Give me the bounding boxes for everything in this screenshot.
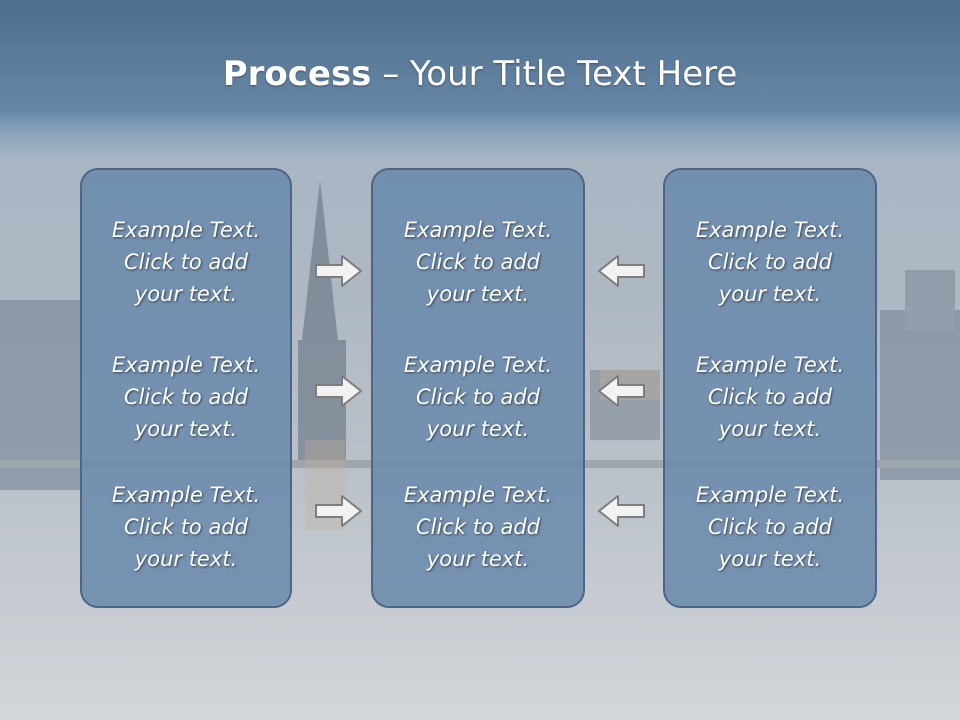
right-arrow-icon[interactable]: [314, 494, 364, 528]
text-line: your text.: [134, 282, 238, 306]
process-panel-middle[interactable]: Example Text. Click to add your text. Ex…: [371, 168, 585, 608]
title-rest: – Your Title Text Here: [371, 54, 738, 94]
text-line: Example Text.: [695, 483, 845, 507]
process-panel-left[interactable]: Example Text. Click to add your text. Ex…: [80, 168, 292, 608]
right-arrow-icon[interactable]: [314, 254, 364, 288]
text-line: Example Text.: [403, 483, 553, 507]
text-line: Click to add: [707, 515, 832, 539]
text-block[interactable]: Example Text. Click to add your text.: [373, 214, 583, 310]
text-line: Click to add: [123, 515, 248, 539]
text-line: Example Text.: [111, 218, 261, 242]
text-line: Click to add: [707, 385, 832, 409]
text-line: your text.: [426, 417, 530, 441]
text-line: Example Text.: [695, 218, 845, 242]
text-block[interactable]: Example Text. Click to add your text.: [665, 214, 875, 310]
text-line: your text.: [718, 547, 822, 571]
text-line: Example Text.: [695, 353, 845, 377]
text-block[interactable]: Example Text. Click to add your text.: [665, 479, 875, 575]
right-arrow-icon[interactable]: [314, 374, 364, 408]
text-line: Example Text.: [111, 353, 261, 377]
text-line: Example Text.: [403, 353, 553, 377]
text-block[interactable]: Example Text. Click to add your text.: [82, 479, 290, 575]
text-line: your text.: [426, 282, 530, 306]
text-block[interactable]: Example Text. Click to add your text.: [82, 349, 290, 445]
text-line: your text.: [134, 417, 238, 441]
text-line: Example Text.: [111, 483, 261, 507]
left-arrow-icon[interactable]: [596, 374, 646, 408]
text-block[interactable]: Example Text. Click to add your text.: [665, 349, 875, 445]
text-line: Click to add: [707, 250, 832, 274]
text-line: Click to add: [415, 385, 540, 409]
left-arrow-icon[interactable]: [596, 494, 646, 528]
process-panel-right[interactable]: Example Text. Click to add your text. Ex…: [663, 168, 877, 608]
slide-title[interactable]: Process – Your Title Text Here: [0, 52, 960, 96]
text-line: Click to add: [123, 385, 248, 409]
text-line: your text.: [426, 547, 530, 571]
text-block[interactable]: Example Text. Click to add your text.: [373, 349, 583, 445]
text-line: Click to add: [123, 250, 248, 274]
text-block[interactable]: Example Text. Click to add your text.: [82, 214, 290, 310]
text-line: your text.: [718, 282, 822, 306]
text-line: Click to add: [415, 515, 540, 539]
title-bold: Process: [222, 54, 372, 94]
text-line: Click to add: [415, 250, 540, 274]
left-arrow-icon[interactable]: [596, 254, 646, 288]
text-line: Example Text.: [403, 218, 553, 242]
text-line: your text.: [718, 417, 822, 441]
text-line: your text.: [134, 547, 238, 571]
text-block[interactable]: Example Text. Click to add your text.: [373, 479, 583, 575]
